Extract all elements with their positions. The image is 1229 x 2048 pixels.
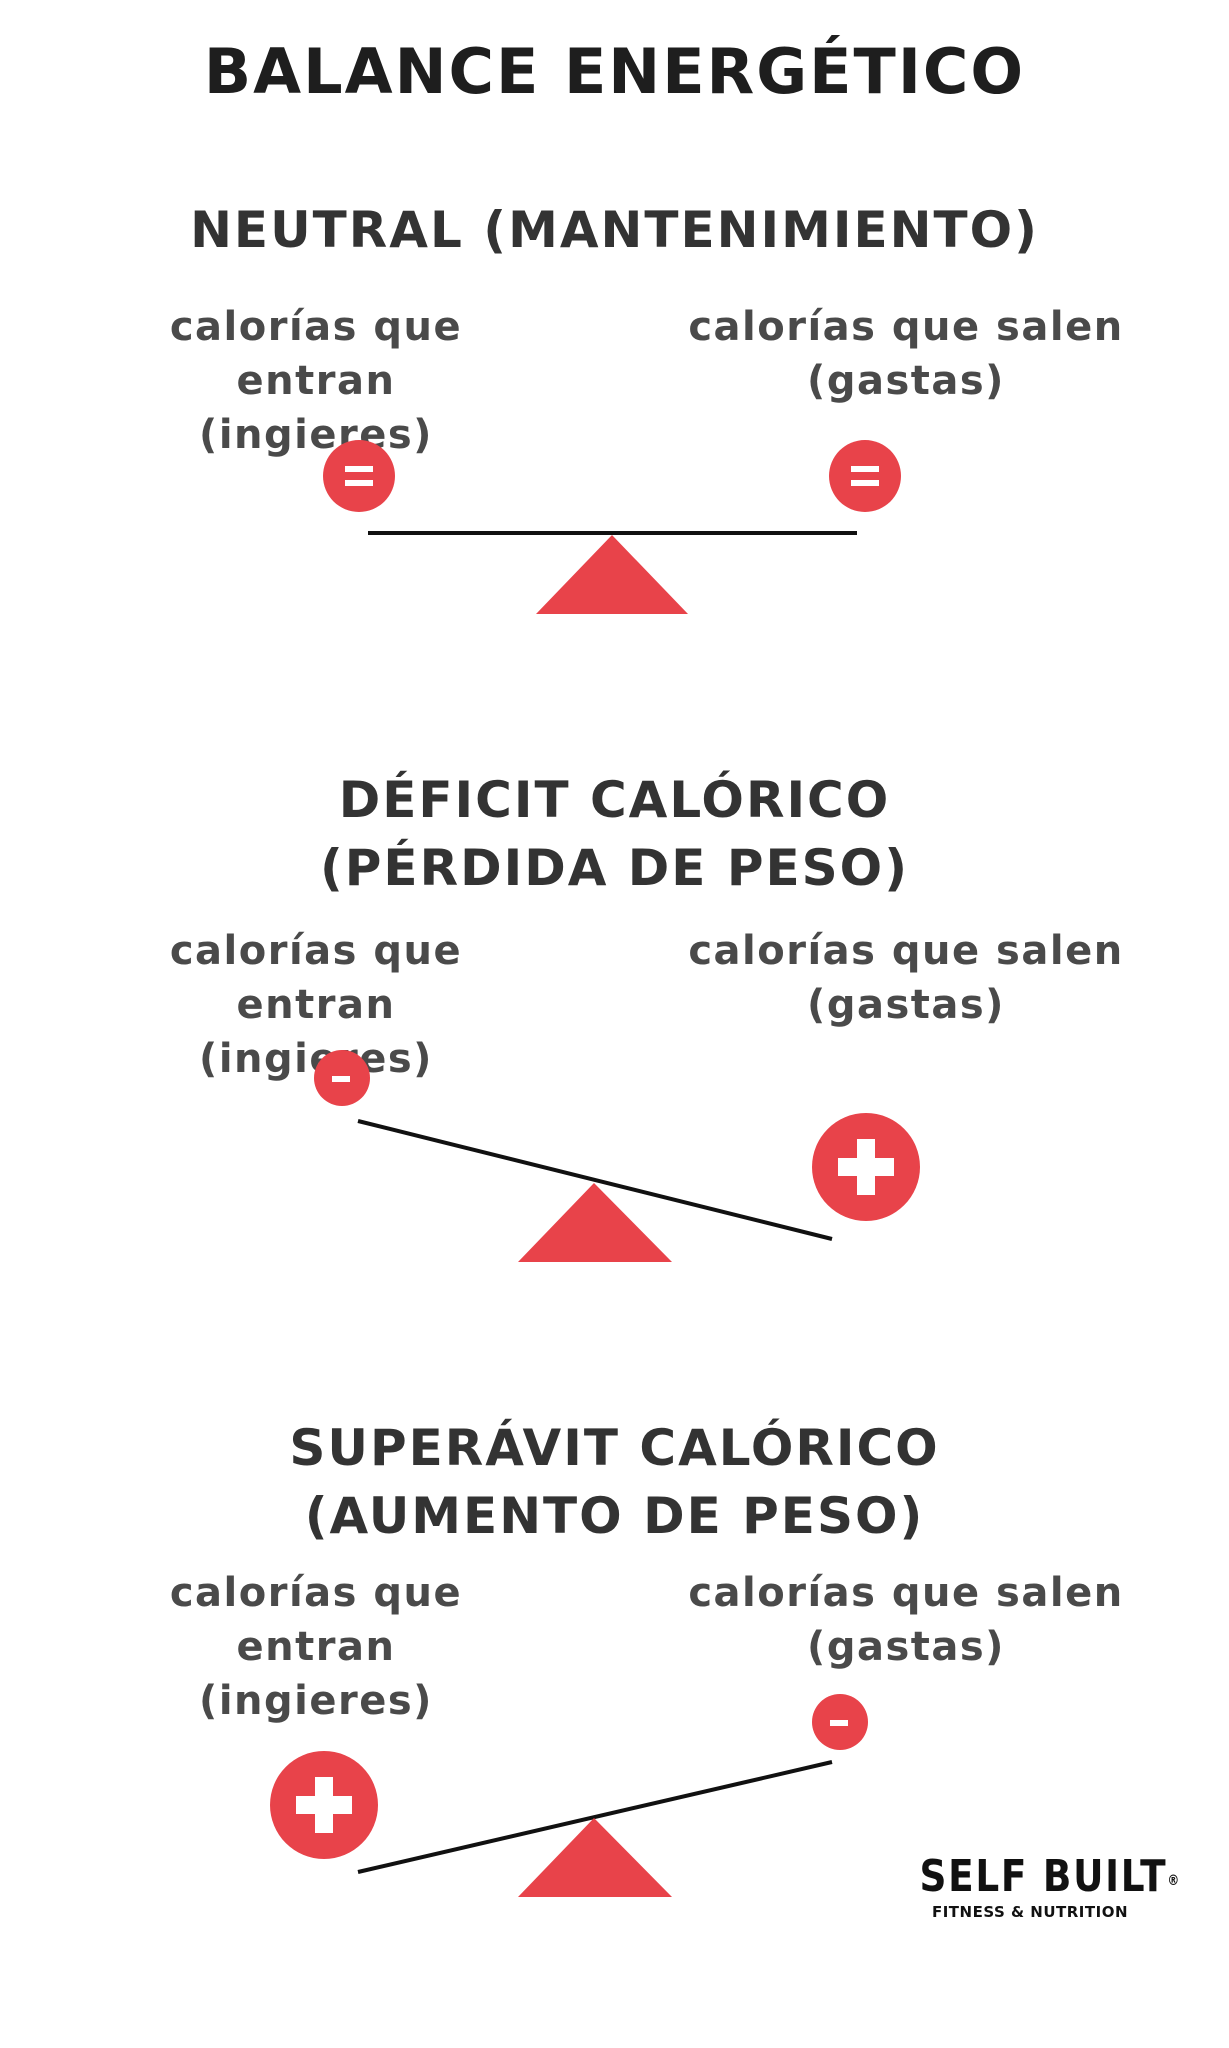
scale-fulcrum [518, 1818, 672, 1897]
minus-icon [812, 1694, 868, 1750]
scale-fulcrum [536, 535, 688, 614]
equals-icon [323, 440, 395, 512]
minus-icon [314, 1050, 370, 1106]
registered-mark: ® [1167, 1873, 1181, 1889]
label-calories-in-surplus: calorías que entran (ingieres) [86, 1566, 546, 1728]
label-calories-out-surplus: calorías que salen (gastas) [676, 1566, 1136, 1674]
equals-icon [829, 440, 901, 512]
label-line: calorías que salen [688, 928, 1124, 974]
section-title-surplus: SUPERÁVIT CALÓRICO (AUMENTO DE PESO) [0, 1414, 1229, 1550]
section-title-line: DÉFICIT CALÓRICO [338, 771, 891, 829]
label-line: calorías que entran [169, 1570, 463, 1670]
label-line: (ingieres) [199, 412, 433, 458]
label-line: (gastas) [807, 1624, 1005, 1670]
section-title-line: (PÉRDIDA DE PESO) [319, 839, 910, 897]
brand-logo: SELF BUILT® FITNESS & NUTRITION [900, 1852, 1180, 1922]
section-title-line: NEUTRAL (MANTENIMIENTO) [190, 201, 1039, 259]
section-title-deficit: DÉFICIT CALÓRICO (PÉRDIDA DE PESO) [0, 766, 1229, 902]
scale-surplus [270, 1694, 868, 1897]
scale-fulcrum [518, 1183, 672, 1262]
label-line: calorías que salen [688, 1570, 1124, 1616]
section-title-neutral: NEUTRAL (MANTENIMIENTO) [0, 196, 1229, 264]
scale-beam [357, 1760, 833, 1874]
label-line: (gastas) [807, 982, 1005, 1028]
label-calories-out-neutral: calorías que salen (gastas) [676, 300, 1136, 408]
label-line: calorías que entran [169, 304, 463, 404]
label-calories-out-deficit: calorías que salen (gastas) [676, 924, 1136, 1032]
label-line: (gastas) [807, 358, 1005, 404]
plus-icon [270, 1751, 378, 1859]
label-line: calorías que salen [688, 304, 1124, 350]
logo-tagline: FITNESS & NUTRITION [931, 1903, 1129, 1921]
page-title: BALANCE ENERGÉTICO [203, 35, 1026, 108]
logo-wordmark: SELF BUILT® [920, 1852, 1180, 1902]
label-calories-in-neutral: calorías que entran (ingieres) [86, 300, 546, 462]
label-line: calorías que entran [169, 928, 463, 1028]
scale-beam [357, 1119, 833, 1241]
plus-icon [812, 1113, 920, 1221]
scale-deficit [314, 1050, 920, 1262]
section-title-line: SUPERÁVIT CALÓRICO [289, 1419, 940, 1477]
scale-neutral [323, 440, 901, 614]
section-title-line: (AUMENTO DE PESO) [304, 1487, 925, 1545]
label-line: (ingieres) [199, 1678, 433, 1724]
logo-name: SELF BUILT [919, 1851, 1168, 1902]
